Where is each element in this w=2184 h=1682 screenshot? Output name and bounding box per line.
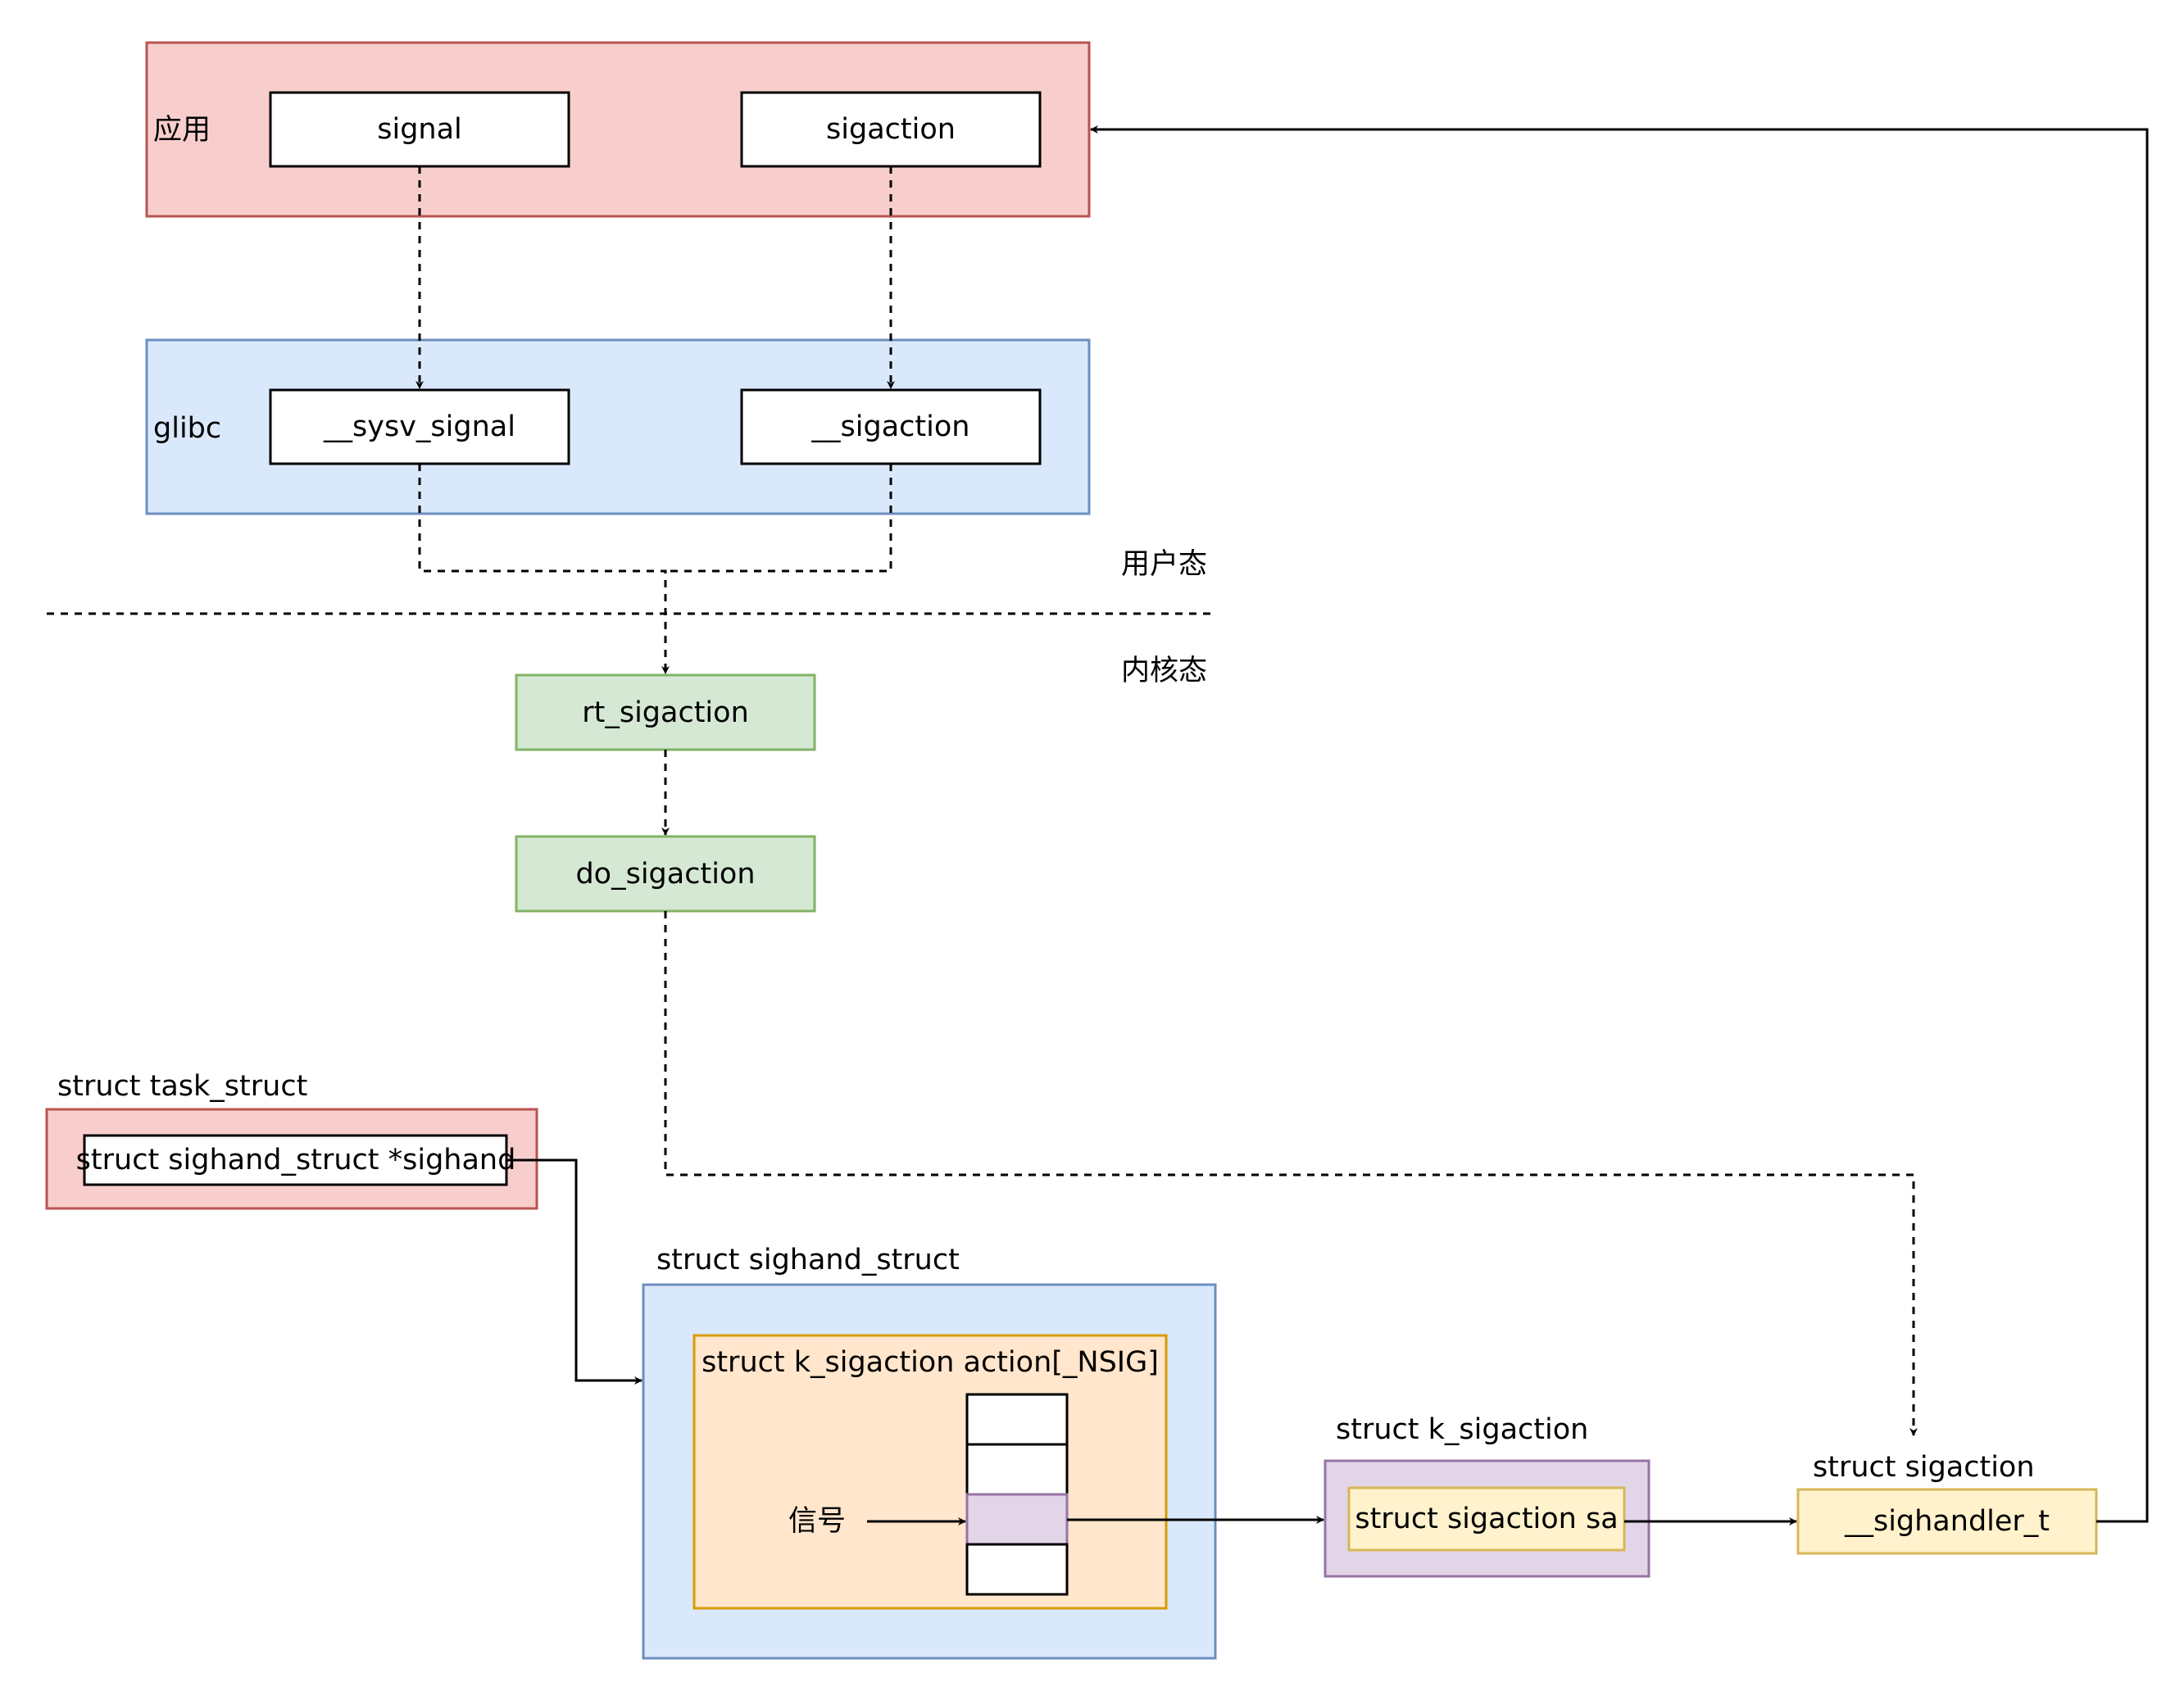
glibc-layer-label: glibc bbox=[153, 412, 221, 445]
arrow-do-sigaction-to-sigaction-struct bbox=[664, 911, 1918, 1436]
action-slot bbox=[965, 1393, 1069, 1446]
sigaction-label: sigaction bbox=[826, 113, 956, 146]
arrow-glibc-sigaction-to-rt-sigaction bbox=[665, 464, 892, 573]
app-layer: 应用 signal sigaction bbox=[145, 41, 1091, 218]
action-slot-selected bbox=[965, 1493, 1069, 1546]
action-slot bbox=[965, 1443, 1069, 1496]
action-slot bbox=[965, 1543, 1069, 1596]
glibc-sigaction-box bbox=[740, 388, 1042, 465]
sighand-field-box bbox=[83, 1134, 508, 1186]
glibc-sigaction-label: __sigaction bbox=[811, 410, 970, 443]
action-array-slots bbox=[965, 1393, 1069, 1596]
glibc-layer: glibc __sysv_signal __sigaction bbox=[145, 338, 1091, 515]
sysv-signal-label: __sysv_signal bbox=[323, 410, 515, 443]
sigaction-box bbox=[740, 91, 1042, 168]
user-mode-label: 用户态 bbox=[1121, 548, 1207, 581]
arrow-sysv-signal-to-rt-sigaction bbox=[418, 464, 670, 674]
arrow-sighand-to-sighand-struct bbox=[506, 1158, 642, 1385]
sighand-field-label: struct sighand_struct *sighand bbox=[76, 1144, 516, 1176]
task-struct-title: struct task_struct bbox=[57, 1070, 307, 1103]
arrow-sighandler-to-app bbox=[1090, 125, 2149, 1523]
sa-field-label: struct sigaction sa bbox=[1355, 1503, 1618, 1535]
kernel-mode-label: 内核态 bbox=[1121, 655, 1207, 687]
sighandler-label: __sighandler_t bbox=[1844, 1505, 2050, 1538]
signal-label: signal bbox=[377, 113, 462, 146]
do-sigaction-box bbox=[515, 835, 816, 913]
k-sigaction-title: struct k_sigaction bbox=[1336, 1413, 1588, 1446]
rt-sigaction-label: rt_sigaction bbox=[582, 696, 749, 729]
signal-index-label: 信号 bbox=[788, 1505, 846, 1538]
sa-field-box bbox=[1347, 1486, 1626, 1552]
action-array-title: struct k_sigaction action[_NSIG] bbox=[702, 1346, 1159, 1379]
sighand-struct-title: struct sighand_struct bbox=[656, 1244, 960, 1276]
sigaction-struct-title: struct sigaction bbox=[1813, 1451, 2035, 1484]
do-sigaction-label: do_sigaction bbox=[575, 858, 755, 891]
app-layer-label: 应用 bbox=[153, 114, 211, 147]
signal-box bbox=[269, 91, 570, 168]
connectors bbox=[415, 125, 2149, 1526]
action-array-box bbox=[692, 1334, 1168, 1610]
